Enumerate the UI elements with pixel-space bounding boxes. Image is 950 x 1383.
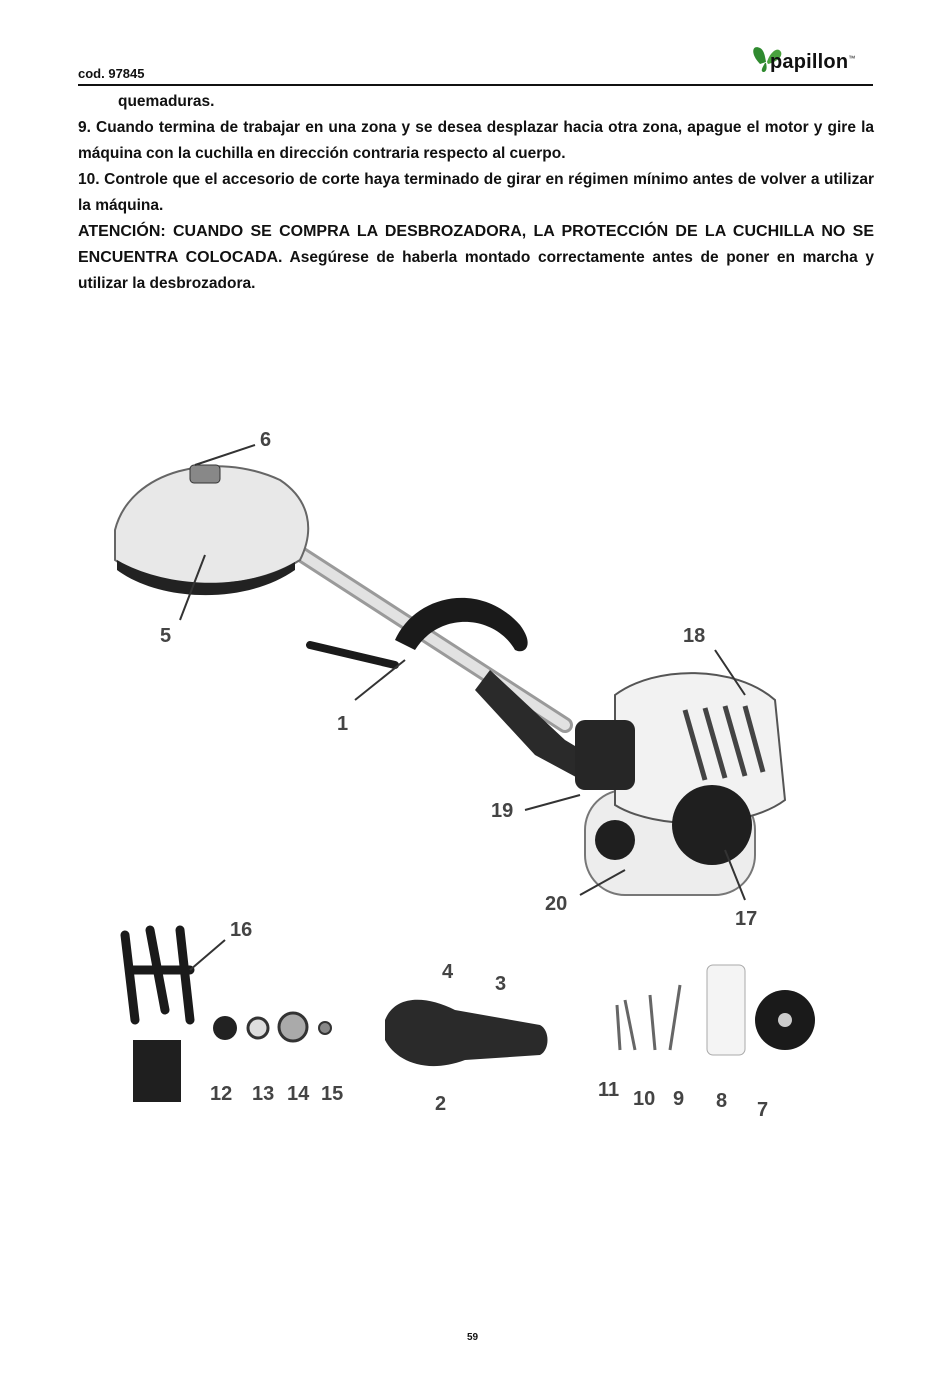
callout-2: 2 [435, 1093, 446, 1115]
callout-18: 18 [683, 625, 705, 647]
document-code: cod. 97845 [78, 66, 145, 81]
callout-11: 11 [598, 1079, 619, 1101]
callout-4: 4 [442, 961, 454, 983]
callout-20: 20 [545, 893, 567, 915]
butterfly-logo-icon [753, 47, 782, 72]
instruction-item-9: 9. Cuando termina de trabajar en una zon… [78, 119, 874, 162]
callout-7: 7 [757, 1099, 768, 1121]
instructions-text: quemaduras. 9. Cuando termina de trabaja… [78, 89, 874, 297]
callout-16: 16 [230, 919, 252, 941]
callout-15: 15 [321, 1083, 343, 1105]
callout-5: 5 [160, 625, 171, 647]
instruction-item-10: 10. Controle que el accesorio de corte h… [78, 171, 874, 214]
callout-12: 12 [210, 1083, 232, 1105]
warning-paragraph: ATENCIÓN: CUANDO SE COMPRA LA DESBROZADO… [78, 219, 874, 297]
callout-14: 14 [287, 1083, 310, 1105]
warning-title: ATENCIÓN: CUANDO SE COMPRA LA DESBROZADO… [78, 223, 874, 266]
callout-3: 3 [495, 973, 506, 995]
callout-1: 1 [337, 713, 348, 735]
warning-text: Asegúrese de haberla montado correctamen… [78, 249, 874, 292]
continuation-line: quemaduras. [118, 93, 215, 110]
callout-13: 13 [252, 1083, 274, 1105]
brushcutter-parts-illustration: 6 5 1 18 19 20 17 16 12 13 14 15 4 3 2 1… [114, 429, 815, 1121]
callout-9: 9 [673, 1088, 684, 1110]
callout-17: 17 [735, 908, 757, 930]
callout-8: 8 [716, 1090, 727, 1112]
page-number: 59 [467, 1332, 479, 1343]
header-divider [78, 84, 873, 86]
callout-10: 10 [633, 1088, 655, 1110]
brand-name: papillon™ [770, 51, 856, 73]
callout-6: 6 [260, 429, 271, 451]
callout-19: 19 [491, 800, 513, 822]
